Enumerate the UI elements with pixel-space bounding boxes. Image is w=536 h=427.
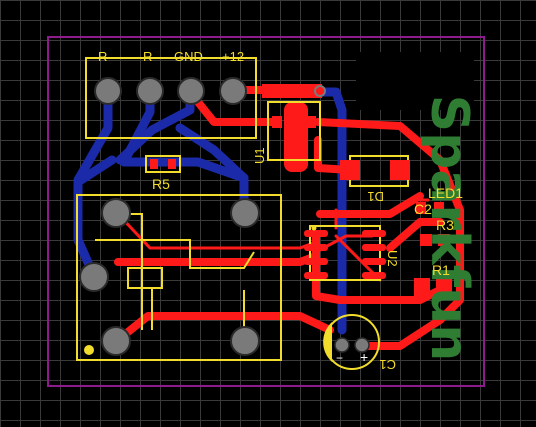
- label-r3: R3: [436, 217, 454, 233]
- mask-region: [356, 52, 474, 110]
- r3-pad-2: [438, 234, 450, 246]
- bottom-trace-4: [73, 155, 117, 187]
- relay-pin1-marker: [84, 345, 94, 355]
- connector-pads: [94, 77, 247, 105]
- r5-pad-2: [168, 159, 176, 169]
- u2-pads: [304, 230, 386, 279]
- u1-body: [284, 102, 308, 172]
- label-r1: R1: [432, 262, 450, 278]
- connector-pin-label-4: +12: [222, 49, 244, 64]
- c1-minus-sign: −: [336, 351, 343, 365]
- label-d1: D1: [367, 189, 384, 204]
- r3-pad-1: [420, 234, 432, 246]
- top-trace-led: [386, 218, 444, 252]
- top-trace-bottom: [114, 312, 334, 344]
- relay-outline: [76, 194, 282, 361]
- connector-outline: [85, 57, 257, 139]
- d1-pad-2: [390, 160, 410, 180]
- u1-tab: [262, 84, 322, 98]
- connector-pin-label-1: R: [98, 49, 107, 64]
- u1-pad-left: [272, 116, 282, 128]
- top-trace-u1-out: [314, 118, 464, 324]
- u1-outline: [267, 101, 321, 161]
- top-trace-d1: [314, 136, 354, 174]
- label-c1: C1: [379, 357, 396, 372]
- r1-pad-1: [414, 278, 430, 298]
- connector-pin-label-3: GND: [174, 49, 203, 64]
- d1-pad-1: [340, 160, 360, 180]
- relay-pads: [79, 198, 260, 356]
- label-u1: U1: [252, 147, 267, 164]
- label-r5: R5: [152, 176, 170, 192]
- silkscreen: [76, 57, 409, 370]
- r5-outline: [145, 155, 181, 173]
- connector-pin-label-2: R: [143, 49, 152, 64]
- r1-pad-2: [436, 278, 452, 298]
- u2-outline: [309, 225, 381, 281]
- top-trace-relay: [114, 252, 320, 266]
- c1-pads: [323, 322, 370, 362]
- c2-pad-1: [416, 202, 426, 214]
- c2-pad-2: [434, 202, 444, 214]
- bottom-trace-2: [119, 87, 249, 217]
- label-u2: U2: [385, 250, 400, 267]
- c1-polarity-band: [323, 322, 332, 362]
- bottom-trace-6: [315, 87, 347, 335]
- board-outline: [47, 36, 485, 387]
- label-c2: C2: [414, 201, 432, 217]
- u2-pin1-dot: [311, 225, 317, 231]
- relay-coil-symbol: [95, 213, 255, 330]
- bottom-trace-5: [175, 123, 249, 183]
- sparkfun-logo: Sparkfun: [419, 95, 479, 362]
- r5-pad-1: [150, 159, 158, 169]
- top-trace-u2-top: [316, 192, 424, 218]
- u1-pad-right: [306, 116, 316, 128]
- c1-plus-sign: +: [360, 349, 368, 365]
- label-led1: LED1: [428, 185, 463, 201]
- via-1: [314, 85, 326, 97]
- top-trace-c1: [358, 316, 444, 350]
- led-area: [150, 116, 452, 298]
